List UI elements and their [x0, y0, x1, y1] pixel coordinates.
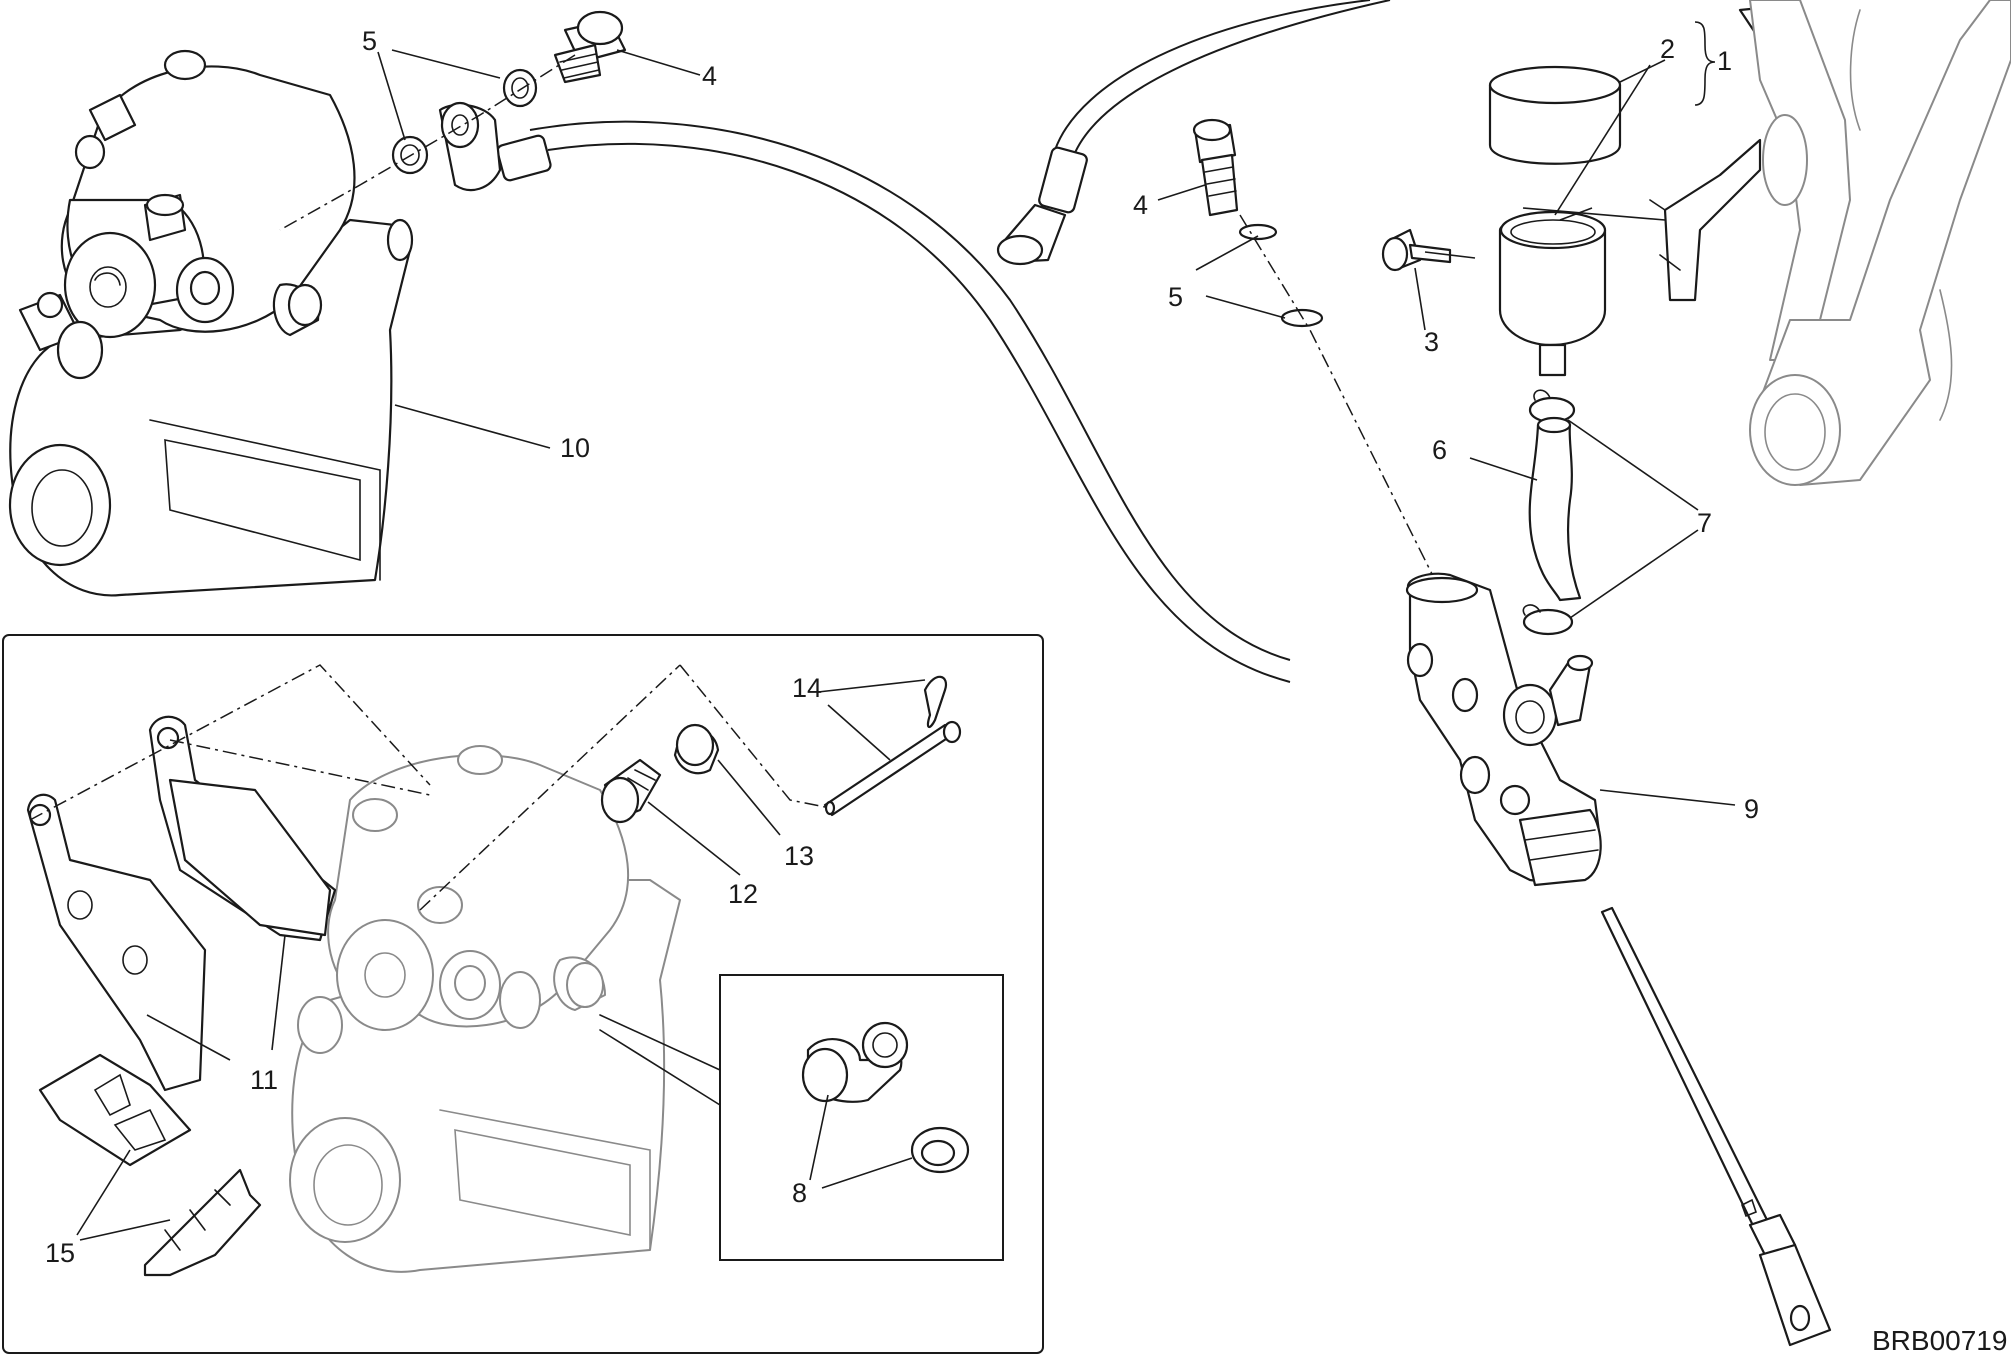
bleed-valve — [600, 758, 662, 824]
pad-spring-upper — [38, 1053, 192, 1167]
sealing-washer-left-a — [502, 68, 538, 108]
hose-clamp-lower — [1522, 604, 1574, 636]
callout-10: 10 — [560, 433, 590, 463]
callout-6: 6 — [1432, 435, 1447, 465]
bleed-valve-cap — [673, 723, 720, 775]
callout-1: 1 — [1717, 46, 1732, 76]
master-cylinder — [1405, 572, 1602, 887]
callout-4-left: 4 — [702, 61, 717, 91]
callout-8: 8 — [792, 1178, 807, 1208]
reservoir-hose — [1528, 416, 1582, 602]
piston-seal-kit — [801, 1021, 970, 1174]
detail-inset-frame — [2, 634, 1044, 1354]
reservoir-cap — [1488, 65, 1622, 165]
callout-14: 14 — [792, 673, 822, 703]
callout-3: 3 — [1424, 327, 1439, 357]
caliper-detail-grey — [289, 745, 681, 1273]
banjo-bolt-left — [553, 10, 627, 84]
brake-pad-rear — [26, 793, 207, 1092]
callout-9: 9 — [1744, 794, 1759, 824]
fluid-reservoir — [1498, 210, 1607, 377]
seal-kit-inset-frame — [719, 974, 1004, 1261]
callout-5-left: 5 — [362, 26, 377, 56]
callout-2: 2 — [1660, 34, 1675, 64]
brake-pad-front — [148, 715, 337, 942]
reservoir-screw — [1381, 228, 1452, 272]
callout-12: 12 — [728, 879, 758, 909]
hose-clamp-upper — [1528, 389, 1576, 424]
assembly-brace — [1694, 21, 1716, 106]
drawing-code: BRB00719 — [1872, 1325, 2007, 1356]
callout-7: 7 — [1697, 508, 1712, 538]
pad-spring-lower — [143, 1168, 262, 1277]
callout-11: 11 — [250, 1065, 278, 1095]
callout-15: 15 — [45, 1238, 75, 1268]
pad-pin — [823, 720, 962, 817]
callout-13: 13 — [784, 841, 814, 871]
callout-4-right: 4 — [1133, 190, 1148, 220]
frame-section — [1749, 0, 2011, 486]
sealing-washer-right-a — [1238, 223, 1278, 241]
banjo-bolt-right — [1192, 118, 1239, 217]
pin-clip — [923, 675, 948, 728]
callout-5-right: 5 — [1168, 282, 1183, 312]
leader-lines — [76, 49, 1736, 1241]
caliper-bracket-assembly — [8, 49, 414, 597]
brake-hose — [438, 0, 1391, 683]
push-rod — [1600, 906, 1832, 1347]
